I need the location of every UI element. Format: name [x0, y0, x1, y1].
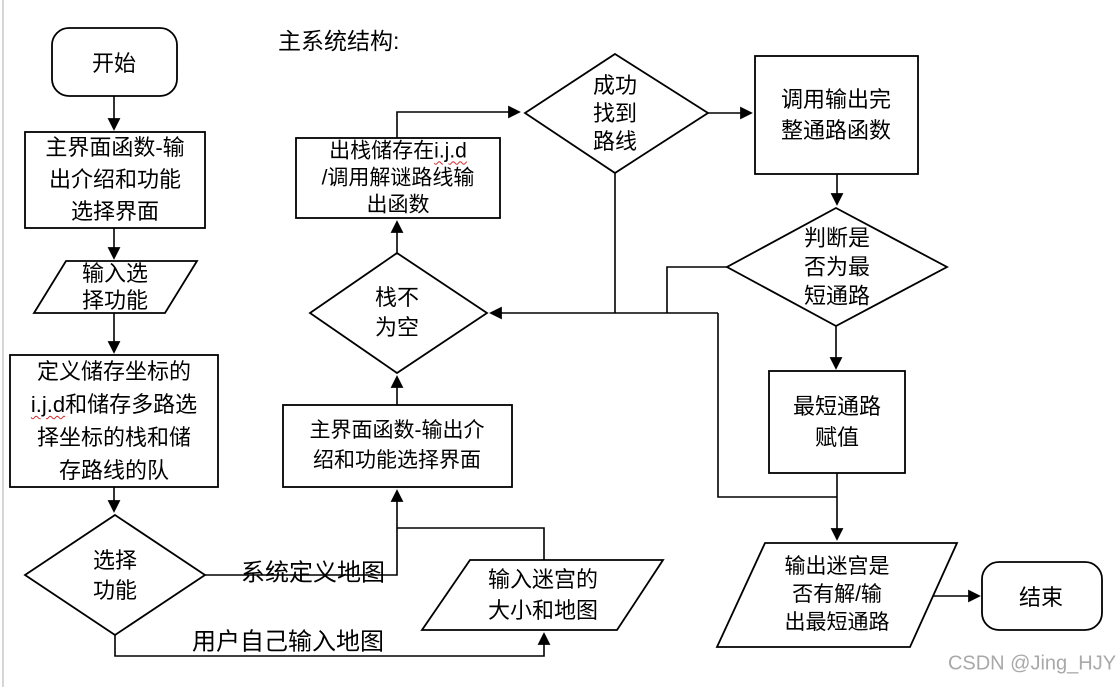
output-result-label: 输出迷宫是 否有解/输 出最短通路 [784, 555, 890, 634]
edge-label-system-map: 系统定义地图 [241, 559, 385, 587]
csdn-watermark: CSDN @Jing_HJY [947, 652, 1117, 675]
main-ui-left-label: 主界面函数-输 出介绍和功能 选择界面 [45, 135, 185, 224]
judge-shortest-shape [725, 206, 949, 328]
end-node-shape [981, 561, 1103, 631]
spellcheck-underlined-code: i.j.d [30, 392, 66, 417]
input-maze-label: 输入迷宫的 大小和地图 [487, 567, 599, 623]
judge-shortest-label: 判断是 否为最 短通路 [803, 225, 871, 309]
found-route-label: 成功 找到 路线 [592, 73, 638, 154]
call-output-label: 调用输出完 整通路函数 [780, 87, 892, 143]
choose-function-shape [23, 513, 207, 637]
input-choice-shape [32, 260, 199, 314]
edge-popstack-to-foundroute [396, 105, 521, 138]
main-ui-mid-shape [282, 404, 513, 488]
pop-stack-label: 出栈储存在i.j.d /调用解谜路线输 出函数 [321, 139, 475, 217]
spellcheck-underlined-code: i.j.d [434, 139, 467, 163]
found-route-shape [523, 52, 710, 175]
end-node-label: 结束 [1018, 585, 1064, 610]
call-output-shape [754, 55, 919, 175]
edge-choose-systemmap-to-mainuimid [205, 489, 404, 576]
assign-shortest-shape [768, 370, 906, 474]
edge-inputmaze-join-mainuimid [397, 527, 545, 560]
stack-not-empty-label: 栈不 为空 [374, 285, 420, 340]
input-choice-label: 输入选 择功能 [81, 261, 149, 313]
define-storage-shape [9, 354, 219, 488]
stack-not-empty-shape [308, 251, 489, 375]
main-ui-mid-label: 主界面函数-输出介 绍和功能选择界面 [309, 419, 485, 472]
input-maze-shape [420, 559, 665, 631]
edge-choose-usermap-to-inputmaze [114, 632, 551, 657]
start-node-label: 开始 [91, 51, 137, 76]
main-ui-left-shape [24, 131, 206, 229]
output-result-shape [715, 542, 959, 648]
edge-assign-loopback [717, 313, 837, 498]
define-storage-label: 定义储存坐标的 i.j.d和储存多路选 择坐标的栈和储 存路线的队 [30, 359, 198, 483]
edge-label-user-map: 用户自己输入地图 [192, 628, 384, 656]
assign-shortest-label: 最短通路 赋值 [792, 394, 882, 450]
edge-judge-loopback [666, 266, 727, 313]
diagram-title: 主系统结构: [278, 28, 400, 54]
start-node-shape [51, 27, 178, 97]
choose-function-label: 选择 功能 [92, 548, 138, 603]
pop-stack-shape [295, 137, 501, 219]
